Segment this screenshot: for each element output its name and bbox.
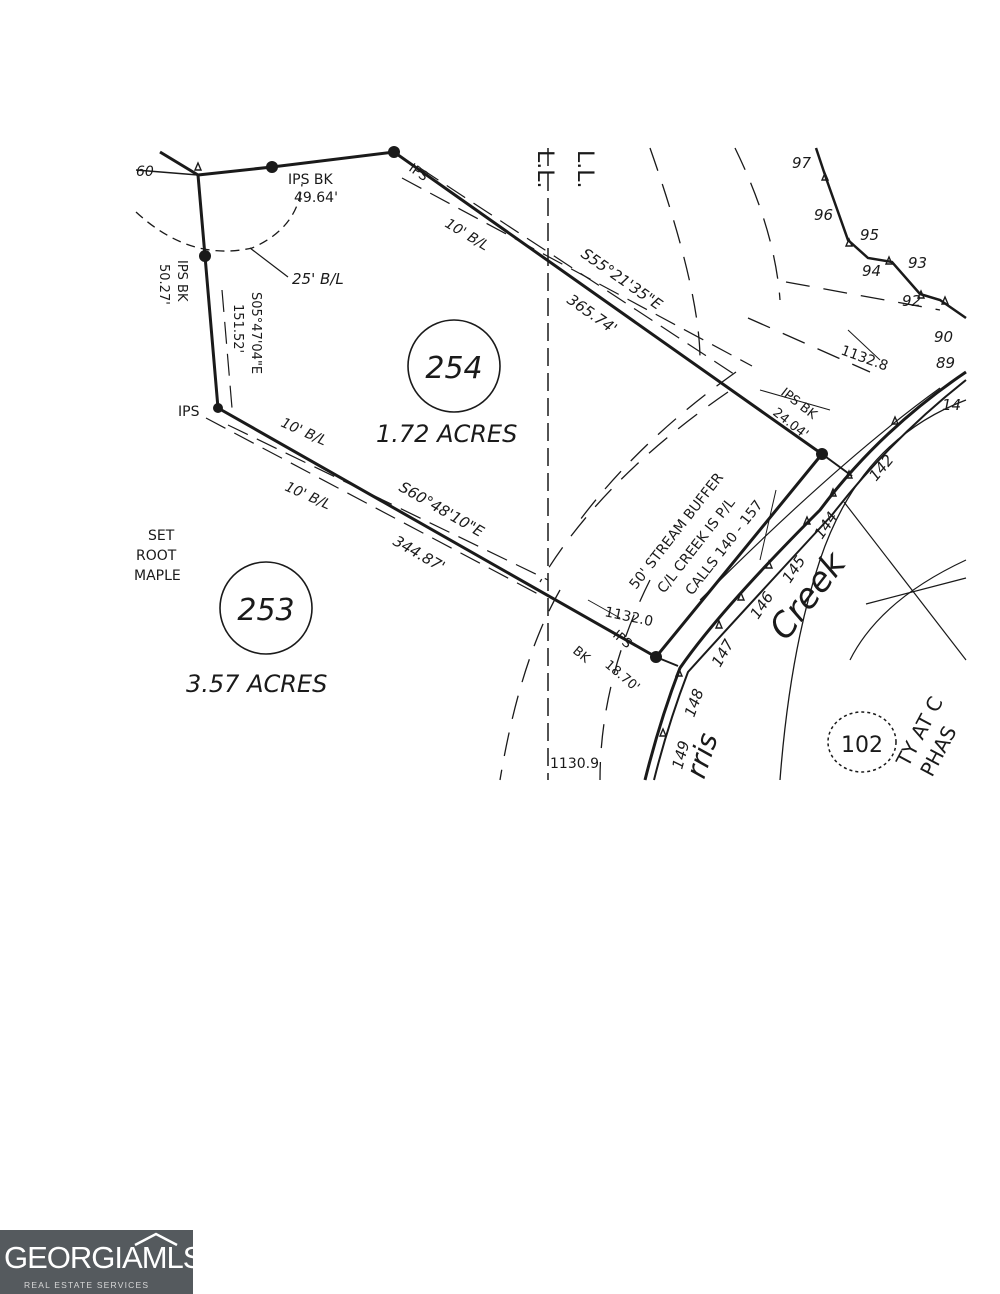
distance-label: 49.64' xyxy=(294,190,338,206)
survey-pin xyxy=(213,403,223,413)
call-number-label: 90 xyxy=(934,328,953,346)
survey-pin xyxy=(266,161,278,173)
survey-pin xyxy=(816,448,828,460)
call-number-label: 97 xyxy=(792,154,812,172)
lot-254-marker xyxy=(407,319,501,413)
pin-label: IPS BK xyxy=(288,172,334,188)
bearing-label: S60°48'10"E xyxy=(396,478,488,541)
distance-label: 18.70' xyxy=(601,658,642,696)
neighbor-boundary-line xyxy=(135,169,199,176)
call-number-label: 60 xyxy=(136,164,154,180)
neighbor-boundary-line xyxy=(159,150,199,177)
distance-label: 344.87' xyxy=(390,532,448,576)
leader-line xyxy=(847,329,881,361)
lot-102-boundary xyxy=(849,559,967,661)
lot-254-boundary xyxy=(821,453,853,477)
lot-253-acres: 3.57 ACRES xyxy=(186,670,327,698)
building-line xyxy=(227,424,549,581)
building-line-label: 10' B/L xyxy=(278,415,329,449)
leader-line xyxy=(249,247,289,278)
survey-pin xyxy=(650,651,662,663)
stream-buffer-line xyxy=(499,589,561,781)
land-lot-label: L.L. xyxy=(532,150,557,189)
elevation-label: 1132.0 xyxy=(603,604,654,630)
call-number-label: 147 xyxy=(708,636,738,670)
leader-line xyxy=(759,389,831,411)
neighbor-boundary-line xyxy=(814,147,967,320)
lot-254-acres: 1.72 ACRES xyxy=(376,420,517,448)
building-line-label: 25' B/L xyxy=(292,270,344,288)
bearing-label: S05°47'04"E xyxy=(248,292,263,374)
call-number-label: 142 xyxy=(865,451,897,485)
house-roof-icon xyxy=(134,1232,178,1246)
building-line xyxy=(401,177,753,367)
stream-buffer-line xyxy=(699,387,941,601)
monument-label: MAPLE xyxy=(134,568,181,584)
call-number-label: 148 xyxy=(681,686,708,719)
monument-label: ROOT xyxy=(136,548,177,564)
lot-254-boundary xyxy=(196,150,825,659)
stream-buffer-line xyxy=(579,371,737,521)
building-line-label: 10' B/L xyxy=(282,479,333,513)
call-number-label: 93 xyxy=(908,254,927,272)
lot-102-boundary xyxy=(779,399,967,781)
building-line-arc xyxy=(135,183,303,252)
distance-label: 365.74' xyxy=(564,291,621,338)
call-number-label: 92 xyxy=(902,292,921,310)
pin-label: BK xyxy=(569,644,592,667)
call-number-label: 89 xyxy=(936,354,955,372)
land-lot-label: L.L. xyxy=(572,150,597,189)
lot-253-number: 253 xyxy=(237,593,294,628)
lot-102-boundary xyxy=(843,501,967,661)
logo-name: GEORGIAMLS xyxy=(4,1240,203,1275)
lot-253-marker xyxy=(219,561,313,655)
call-number-label: 14 xyxy=(942,396,961,414)
stream-buffer-line xyxy=(785,281,941,311)
survey-pin xyxy=(388,146,400,158)
call-number-label: 94 xyxy=(862,262,881,280)
call-number-label: 95 xyxy=(860,226,879,244)
lot-254-number: 254 xyxy=(425,351,482,386)
monument-label: SET xyxy=(148,528,175,544)
pin-label: IPS BK xyxy=(174,260,189,302)
lot-102-number: 102 xyxy=(841,733,883,758)
creek-name-label: Creek xyxy=(762,544,855,648)
stream-buffer-line xyxy=(734,147,781,301)
leader-line xyxy=(759,489,777,561)
stream-buffer-line xyxy=(649,147,701,361)
stream-buffer-line xyxy=(539,391,729,583)
pin-label: IPS xyxy=(178,404,200,420)
creek-line xyxy=(643,370,967,781)
stream-buffer-line xyxy=(747,317,871,373)
lot-102-marker xyxy=(827,711,897,773)
creek-line xyxy=(653,379,967,781)
distance-label: 151.52' xyxy=(230,304,245,353)
leader-line xyxy=(587,599,621,619)
building-line xyxy=(221,289,233,409)
call-markers xyxy=(193,161,950,737)
georgia-mls-logo: GEORGIAMLS REAL ESTATE SERVICES xyxy=(0,1230,203,1294)
distance-label: 50.27' xyxy=(156,264,171,305)
lot-102-boundary xyxy=(865,577,967,605)
logo-subtitle: REAL ESTATE SERVICES xyxy=(24,1280,150,1290)
elevation-label: 1130.9 xyxy=(550,756,599,772)
call-number-label: 96 xyxy=(814,206,833,224)
building-line-label: 10' B/L xyxy=(442,216,492,255)
survey-pin xyxy=(199,250,211,262)
